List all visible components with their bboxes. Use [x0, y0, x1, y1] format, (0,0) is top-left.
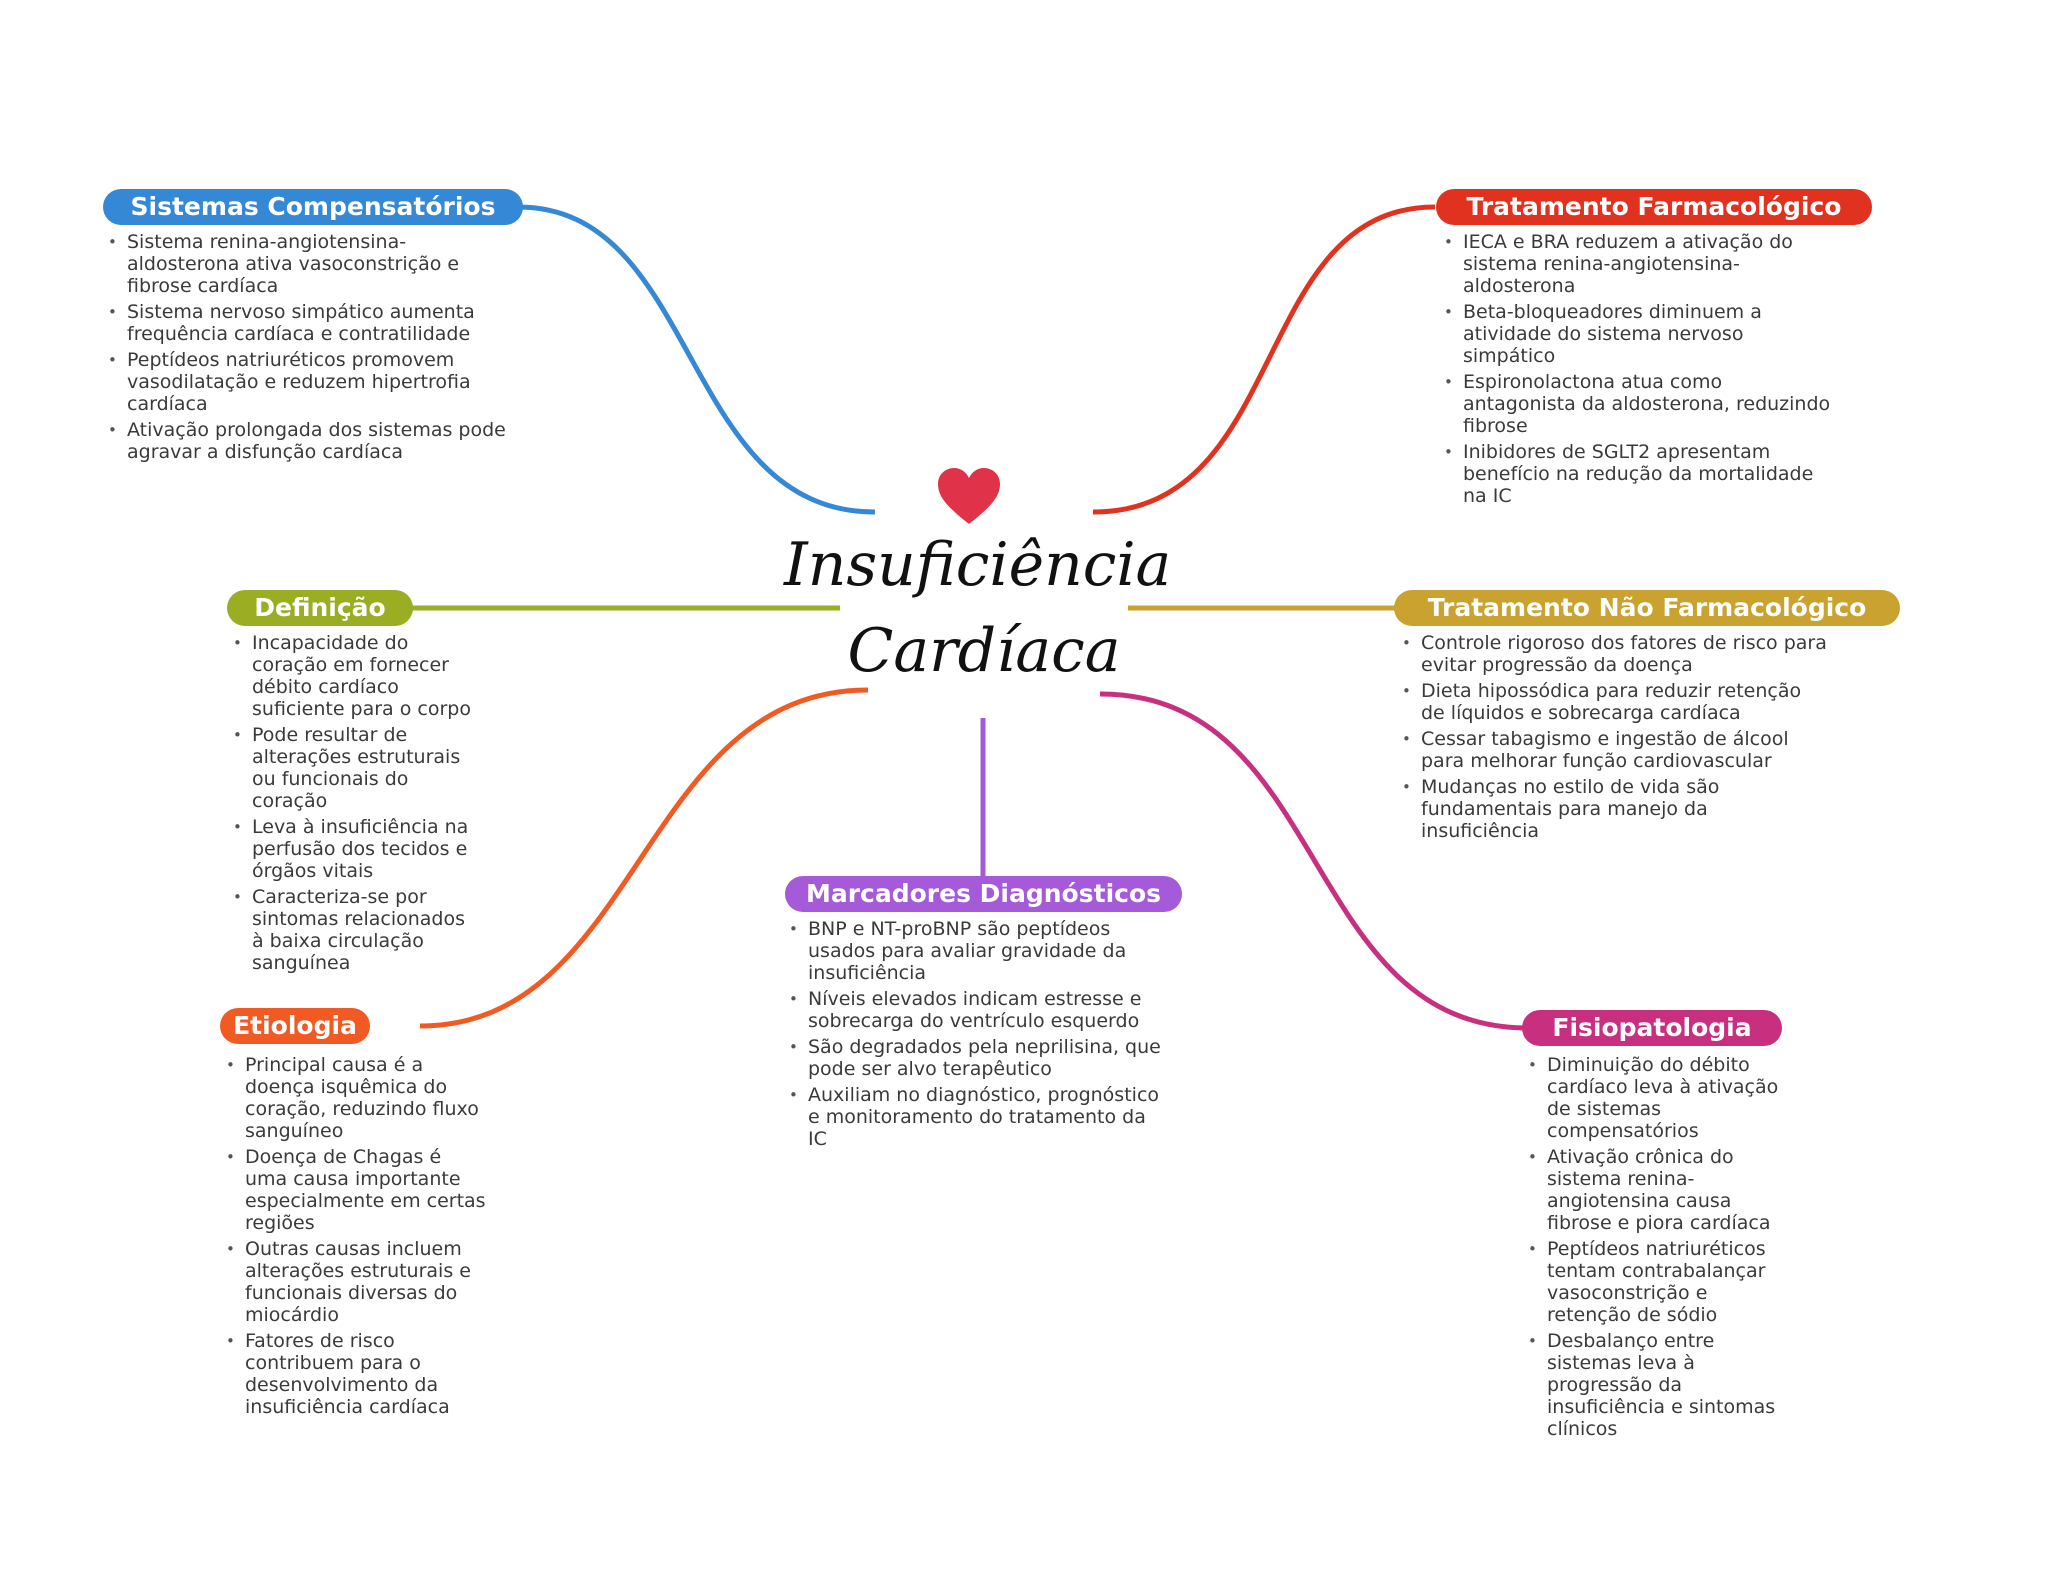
- bullet-item: Principal causa é a doença isquêmica do …: [224, 1054, 486, 1142]
- bullet-item: Espironolactona atua como antagonista da…: [1442, 371, 1832, 437]
- branch-label-tratamento-farmacologico[interactable]: Tratamento Farmacológico: [1436, 189, 1872, 225]
- central-title-line-2: Cardíaca: [847, 616, 1121, 686]
- heart-icon: [938, 468, 1000, 524]
- bullet-item: Desbalanço entre sistemas leva à progres…: [1526, 1330, 1796, 1440]
- bullet-item: Inibidores de SGLT2 apresentam benefício…: [1442, 441, 1832, 507]
- bullet-item: BNP e NT-proBNP são peptídeos usados par…: [787, 918, 1162, 984]
- bullet-item: São degradados pela neprilisina, que pod…: [787, 1036, 1162, 1080]
- connector-fisio: [1099, 691, 1529, 1031]
- bullet-item: Leva à insuficiência na perfusão dos tec…: [231, 816, 471, 882]
- bullet-item: Sistema renina-angiotensina-aldosterona …: [106, 231, 506, 297]
- bullet-item: Dieta hipossódica para reduzir retenção …: [1400, 680, 1830, 724]
- central-title-line-1: Insuficiência: [784, 530, 1172, 600]
- bullet-item: IECA e BRA reduzem a ativação do sistema…: [1442, 231, 1832, 297]
- bullet-list-definicao: Incapacidade do coração em fornecer débi…: [231, 632, 471, 978]
- bullet-item: Cessar tabagismo e ingestão de álcool pa…: [1400, 728, 1830, 772]
- bullet-item: Outras causas incluem alterações estrutu…: [224, 1238, 486, 1326]
- bullet-list-tratamento-farmacologico: IECA e BRA reduzem a ativação do sistema…: [1442, 231, 1832, 511]
- bullet-item: Ativação crônica do sistema renina-angio…: [1526, 1146, 1796, 1234]
- branch-label-sistemas-compensatorios[interactable]: Sistemas Compensatórios: [103, 189, 523, 225]
- bullet-item: Diminuição do débito cardíaco leva à ati…: [1526, 1054, 1796, 1142]
- bullet-item: Beta-bloqueadores diminuem a atividade d…: [1442, 301, 1832, 367]
- connector-sistemas: [517, 204, 876, 515]
- bullet-item: Sistema nervoso simpático aumenta frequê…: [106, 301, 506, 345]
- branch-label-definicao[interactable]: Definição: [227, 590, 413, 626]
- branch-label-etiologia[interactable]: Etiologia: [220, 1008, 370, 1044]
- bullet-item: Auxiliam no diagnóstico, prognóstico e m…: [787, 1084, 1162, 1150]
- bullet-item: Peptídeos natriuréticos tentam contrabal…: [1526, 1238, 1796, 1326]
- bullet-item: Peptídeos natriuréticos promovem vasodil…: [106, 349, 506, 415]
- branch-label-fisiopatologia[interactable]: Fisiopatologia: [1522, 1010, 1782, 1046]
- bullet-item: Controle rigoroso dos fatores de risco p…: [1400, 632, 1830, 676]
- branch-label-marcadores-diagnosticos[interactable]: Marcadores Diagnósticos: [785, 876, 1182, 912]
- bullet-item: Pode resultar de alterações estruturais …: [231, 724, 471, 812]
- bullet-item: Mudanças no estilo de vida são fundament…: [1400, 776, 1830, 842]
- bullet-list-marcadores-diagnosticos: BNP e NT-proBNP são peptídeos usados par…: [787, 918, 1162, 1154]
- bullet-item: Doença de Chagas é uma causa importante …: [224, 1146, 486, 1234]
- bullet-list-tratamento-nao-farmacologico: Controle rigoroso dos fatores de risco p…: [1400, 632, 1830, 846]
- connector-farmaco: [1092, 204, 1436, 515]
- bullet-item: Caracteriza-se por sintomas relacionados…: [231, 886, 471, 974]
- bullet-item: Ativação prolongada dos sistemas pode ag…: [106, 419, 506, 463]
- connector-etiologia: [419, 687, 869, 1029]
- bullet-list-sistemas-compensatorios: Sistema renina-angiotensina-aldosterona …: [106, 231, 506, 467]
- bullet-item: Níveis elevados indicam estresse e sobre…: [787, 988, 1162, 1032]
- branch-label-tratamento-nao-farmacologico[interactable]: Tratamento Não Farmacológico: [1394, 590, 1900, 626]
- bullet-item: Incapacidade do coração em fornecer débi…: [231, 632, 471, 720]
- bullet-item: Fatores de risco contribuem para o desen…: [224, 1330, 486, 1418]
- bullet-list-etiologia: Principal causa é a doença isquêmica do …: [224, 1054, 486, 1422]
- bullet-list-fisiopatologia: Diminuição do débito cardíaco leva à ati…: [1526, 1054, 1796, 1444]
